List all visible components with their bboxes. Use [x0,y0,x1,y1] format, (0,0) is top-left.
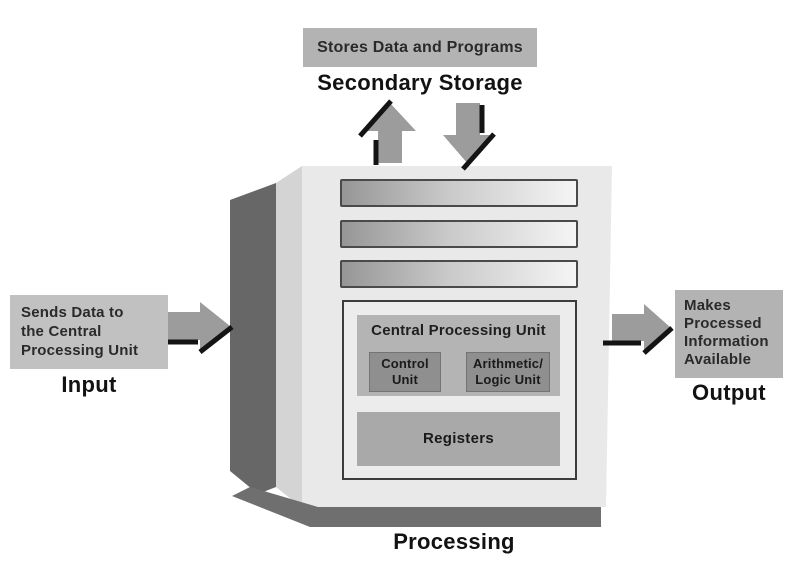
output-caption: Output [692,380,766,405]
output-arrow-accent [603,326,674,355]
memory-bar-3 [340,260,578,288]
output-line-1: Makes [684,297,731,314]
case-side-panel [230,183,276,494]
storage-down-arrow-body [443,103,493,164]
secondary-storage-box: Stores Data and Programs [303,28,537,67]
output-line-2: Processed [684,315,762,332]
output-line-3: Information [684,333,769,350]
output-arrow-icon [603,304,674,355]
control-unit-box: Control Unit [369,352,441,392]
storage-up-arrow-icon [358,99,416,165]
memory-bar-1 [340,179,578,207]
case-front-bevel [276,166,302,508]
cpu-title: Central Processing Unit [371,322,546,339]
storage-up-arrow-body [364,103,416,163]
output-description-box: Makes Processed Information Available [675,290,783,378]
secondary-storage-caption: Secondary Storage [317,70,523,95]
output-arrow-body [612,304,670,351]
output-line-4: Available [684,351,752,368]
input-line-2: the Central [21,323,102,340]
processing-caption: Processing [393,529,515,554]
input-line-3: Processing Unit [21,342,139,359]
control-unit-line-1: Control [381,356,429,371]
input-description-box: Sends Data to the Central Processing Uni… [10,295,168,369]
input-line-1: Sends Data to [21,304,124,321]
input-arrow-icon [158,302,234,354]
memory-bar-2 [340,220,578,248]
case-bottom-shadow [232,487,601,527]
alu-line-2: Logic Unit [475,372,541,387]
storage-up-arrow-accent [358,99,393,165]
storage-down-arrow-accent [461,105,496,171]
alu-box: Arithmetic/ Logic Unit [466,352,550,392]
alu-line-1: Arithmetic/ [472,356,544,371]
registers-box: Registers [357,412,560,466]
input-caption: Input [61,372,117,397]
storage-down-arrow-icon [443,103,496,171]
control-unit-line-2: Unit [391,372,419,387]
